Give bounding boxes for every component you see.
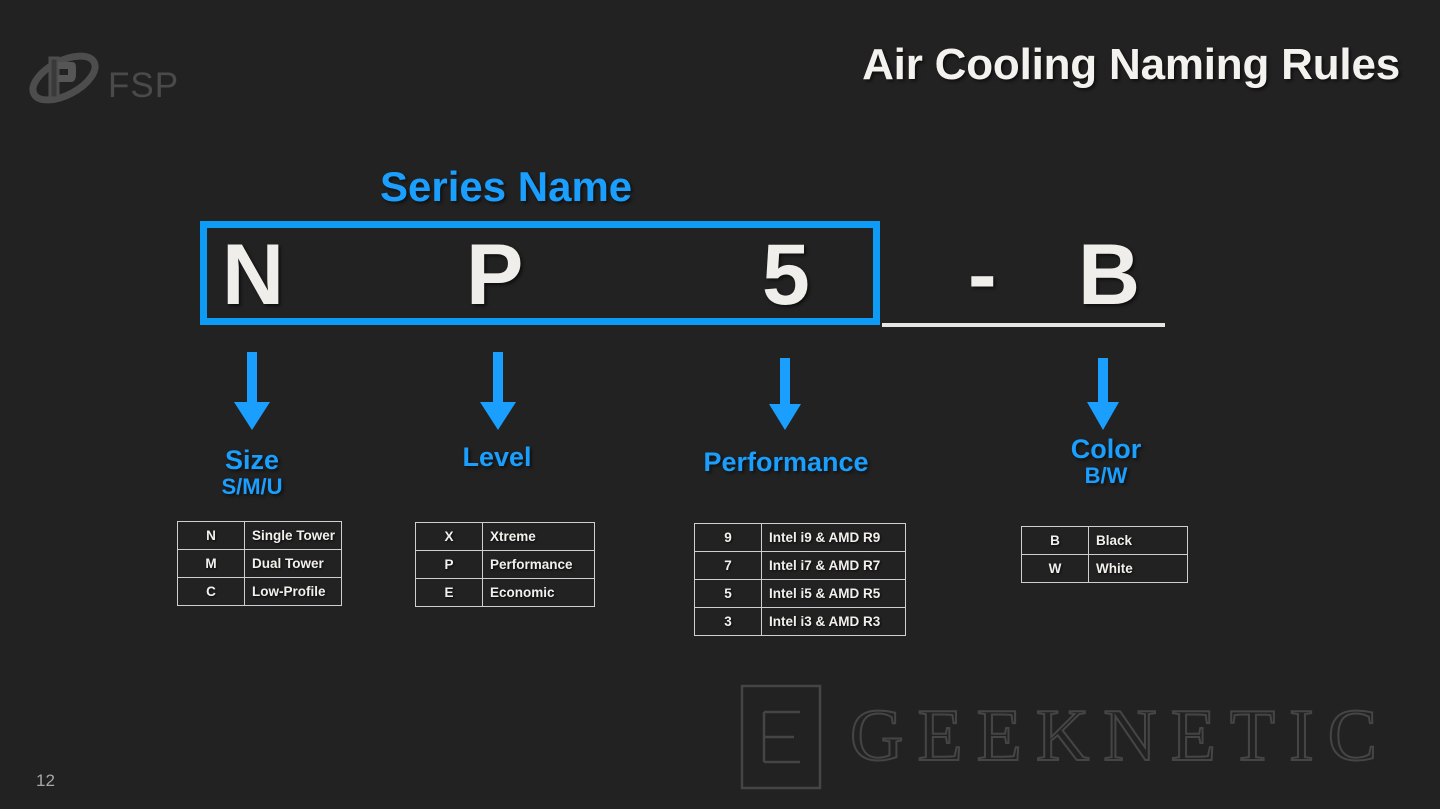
table-row: P Performance [415, 550, 595, 579]
code-char-level: P [466, 227, 524, 323]
table-cell-value: Low-Profile [244, 577, 342, 606]
fsp-logo-icon [28, 50, 100, 106]
segment-label-level-text: Level [462, 442, 532, 472]
brand-name: FSP [108, 65, 180, 105]
table-row: 5 Intel i5 & AMD R5 [694, 579, 906, 608]
table-row: N Single Tower [177, 521, 342, 550]
table-row: W White [1021, 554, 1188, 583]
table-row: X Xtreme [415, 522, 595, 551]
table-cell-key: B [1021, 526, 1089, 555]
table-cell-key: C [177, 577, 245, 606]
segment-label-level: Level [462, 442, 532, 472]
down-arrow-icon [478, 352, 518, 430]
segment-sublabel-size: S/M/U [221, 474, 283, 500]
lookup-table-level: X Xtreme P Performance E Economic [415, 522, 595, 607]
table-cell-key: X [415, 522, 483, 551]
table-cell-key: E [415, 578, 483, 607]
svg-text:GEEKNETIC: GEEKNETIC [850, 695, 1391, 777]
brand-logo: FSP [28, 38, 328, 118]
segment-label-size: Size S/M/U [221, 446, 282, 500]
code-char-separator: - [968, 227, 997, 323]
table-cell-value: Intel i5 & AMD R5 [761, 579, 906, 608]
table-row: 3 Intel i3 & AMD R3 [694, 607, 906, 636]
table-cell-key: P [415, 550, 483, 579]
down-arrow-icon [765, 358, 805, 436]
code-char-size: N [222, 227, 285, 323]
table-row: C Low-Profile [177, 577, 342, 606]
code-char-performance: 5 [762, 227, 810, 323]
segment-label-color: Color B/W [1071, 435, 1142, 489]
table-cell-value: White [1088, 554, 1188, 583]
table-row: 9 Intel i9 & AMD R9 [694, 523, 906, 552]
table-row: E Economic [415, 578, 595, 607]
table-cell-value: Intel i3 & AMD R3 [761, 607, 906, 636]
table-cell-key: N [177, 521, 245, 550]
table-row: M Dual Tower [177, 549, 342, 578]
series-name-box [200, 221, 880, 325]
table-cell-key: W [1021, 554, 1089, 583]
table-row: 7 Intel i7 & AMD R7 [694, 551, 906, 580]
table-cell-value: Intel i7 & AMD R7 [761, 551, 906, 580]
table-cell-value: Dual Tower [244, 549, 342, 578]
table-cell-value: Single Tower [244, 521, 342, 550]
table-row: B Black [1021, 526, 1188, 555]
table-cell-value: Economic [482, 578, 595, 607]
segment-label-color-text: Color [1070, 434, 1142, 464]
table-cell-key: 3 [694, 607, 762, 636]
lookup-table-performance: 9 Intel i9 & AMD R9 7 Intel i7 & AMD R7 … [694, 523, 906, 636]
page-title: Air Cooling Naming Rules [862, 40, 1400, 89]
segment-label-performance: Performance [703, 447, 869, 477]
code-char-color: B [1078, 227, 1141, 323]
series-name-label: Series Name [380, 163, 633, 210]
lookup-table-color: B Black W White [1021, 526, 1188, 583]
segment-sublabel-color: B/W [1084, 463, 1128, 489]
page-number: 12 [36, 771, 55, 790]
lookup-table-size: N Single Tower M Dual Tower C Low-Profil… [177, 521, 342, 606]
table-cell-key: M [177, 549, 245, 578]
table-cell-value: Intel i9 & AMD R9 [761, 523, 906, 552]
table-cell-value: Performance [482, 550, 595, 579]
down-arrow-icon [1083, 358, 1123, 436]
down-arrow-icon [232, 352, 272, 430]
table-cell-key: 9 [694, 523, 762, 552]
segment-label-size-text: Size [224, 445, 280, 475]
geeknetic-watermark: GEEKNETIC [738, 682, 1408, 792]
table-cell-value: Black [1088, 526, 1188, 555]
table-cell-value: Xtreme [482, 522, 595, 551]
table-cell-key: 5 [694, 579, 762, 608]
color-suffix-underline [882, 323, 1165, 327]
table-cell-key: 7 [694, 551, 762, 580]
segment-label-performance-text: Performance [703, 447, 869, 477]
